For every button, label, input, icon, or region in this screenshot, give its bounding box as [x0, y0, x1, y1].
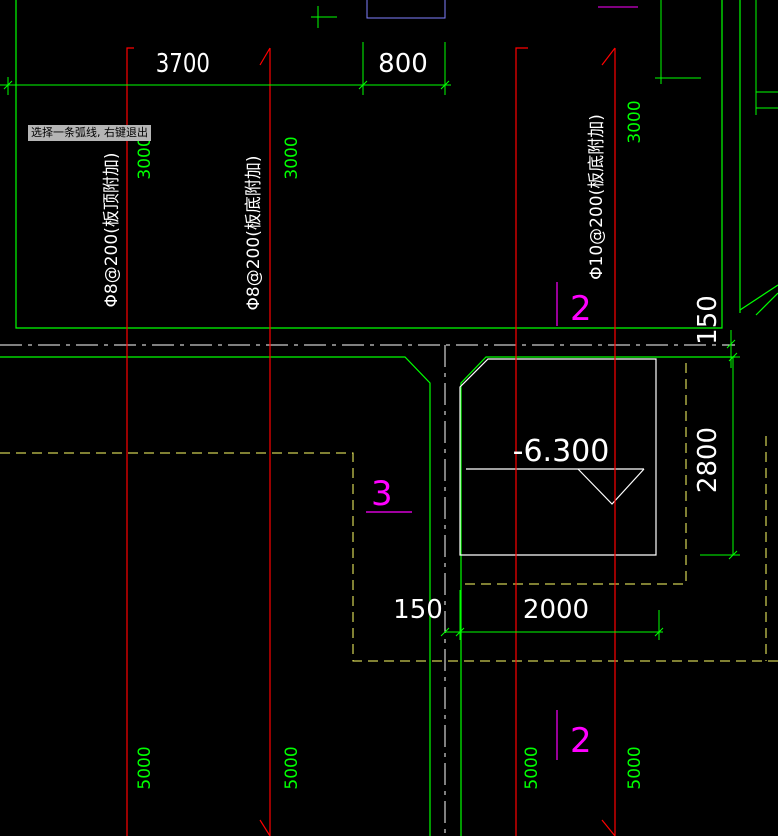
command-prompt-tooltip: 选择一条弧线, 右键退出 [28, 125, 151, 141]
rebar-labels: Φ8@200(板顶附加) 3000 5000 Φ8@200(板底附加) 3000… [102, 100, 645, 789]
upper-slab-outline [15, 0, 778, 329]
rebar-2 [259, 47, 271, 836]
rebar-4-length-bottom: 5000 [522, 746, 542, 789]
dim-right-edge-gap: 150 [693, 295, 723, 345]
section-mark-texts: 2 3 2 [371, 289, 592, 761]
section-mark-middle: 3 [371, 474, 393, 514]
section-mark-lower: 2 [570, 721, 592, 761]
lower-wall-outlines [0, 356, 735, 836]
top-edge-fragments [311, 0, 778, 115]
rebar-1-length-top: 3000 [135, 136, 155, 179]
rebar-3-label: Φ10@200(板底附加) [587, 114, 607, 280]
rebar-4 [601, 47, 616, 836]
rebar-2-label: Φ8@200(板底附加) [244, 156, 264, 311]
dim-top-span-b: 800 [378, 49, 428, 79]
rebar-1-length-bottom: 5000 [135, 746, 155, 789]
section-mark-lines [366, 282, 558, 760]
rebar-lines [126, 47, 616, 836]
elevation-value: -6.300 [513, 434, 610, 469]
dim-pit-width: 2000 [523, 595, 589, 625]
dim-pit-wall: 150 [393, 595, 443, 625]
elevation-symbol [466, 468, 645, 505]
dimension-lines [0, 42, 740, 640]
rebar-2-length-top: 3000 [282, 136, 302, 179]
dim-top-span-a: 3700 [156, 48, 210, 79]
rebar-1 [126, 47, 134, 836]
rebar-3-length-bottom: 5000 [625, 746, 645, 789]
rebar-2-length-bottom: 5000 [282, 746, 302, 789]
dimension-texts: 3700 800 150 2800 150 2000 [156, 48, 723, 625]
rebar-3-length-top: 3000 [625, 100, 645, 143]
section-mark-upper: 2 [570, 289, 592, 329]
dim-pit-height: 2800 [693, 427, 723, 493]
rebar-1-label: Φ8@200(板顶附加) [102, 153, 122, 308]
pit-outline [459, 358, 657, 556]
rebar-3 [515, 47, 528, 836]
yellow-dashed-outlines [0, 363, 778, 662]
